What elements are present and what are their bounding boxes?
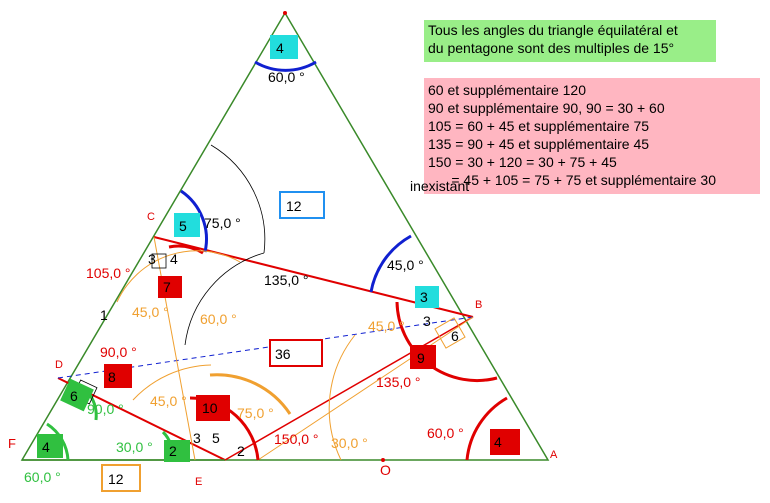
point-label-o: O xyxy=(380,462,391,478)
badge-red-8-text: 8 xyxy=(108,369,116,385)
angle-bottom-a: 60,0 ° xyxy=(427,425,464,441)
box-12-top-text: 12 xyxy=(286,198,302,214)
small-one: 1 xyxy=(100,307,108,323)
angle-top: 60,0 ° xyxy=(268,69,305,85)
badge-green-4-text: 4 xyxy=(42,439,50,455)
small-e2: 2 xyxy=(237,443,245,459)
angle-mid-60: 60,0 ° xyxy=(200,311,237,327)
badge-red-9-text: 9 xyxy=(417,350,425,366)
angle-c-lower: 45,0 ° xyxy=(132,304,169,320)
note-pink-line: = 45 + 105 = 75 + 75 et supplémentaire 3… xyxy=(428,172,716,188)
point-label-c: C xyxy=(147,211,155,223)
angle-d-lower: 90,0 ° xyxy=(87,401,124,417)
note-pink-line: 60 et supplémentaire 120 xyxy=(428,82,586,98)
box-12-bottom xyxy=(101,464,141,492)
point-marker-top xyxy=(283,11,287,15)
angle-e-mid: 75,0 ° xyxy=(237,405,274,421)
point-label-a: A xyxy=(550,449,558,461)
note-green-line: du pentagone sont des multiples de 15° xyxy=(428,40,675,56)
badge-cyan-4 xyxy=(270,35,298,59)
box-12-bottom-text: 12 xyxy=(108,471,124,487)
badge-red-7 xyxy=(158,276,182,298)
badge-green-2 xyxy=(164,440,190,462)
point-label-f: F xyxy=(8,436,16,451)
right-angle-c xyxy=(151,253,167,269)
box-36-text: 36 xyxy=(275,346,291,362)
note-pink-line: 135 = 90 + 45 et supplémentaire 45 xyxy=(428,136,650,152)
angle-e-30: 30,0 ° xyxy=(331,435,368,451)
note-green-line: Tous les angles du triangle équilatéral … xyxy=(428,22,678,38)
small-b3: 3 xyxy=(423,313,431,329)
angle-c-left: 105,0 ° xyxy=(86,265,131,281)
aux-line-c-e xyxy=(153,236,196,461)
angle-c-upper: 75,0 ° xyxy=(204,215,241,231)
arc-c-blue xyxy=(180,189,208,253)
note-pink-line: 90 et supplémentaire 90, 90 = 30 + 60 xyxy=(428,100,665,116)
note-pink-line: 105 = 60 + 45 et supplémentaire 75 xyxy=(428,118,650,134)
badge-cyan-3-text: 3 xyxy=(420,289,428,305)
angle-d-upper: 90,0 ° xyxy=(100,344,137,360)
note-pink-line: 150 = 30 + 120 = 30 + 75 + 45 xyxy=(428,154,617,170)
dashed-diagonal-db xyxy=(57,316,474,379)
small-c4: 4 xyxy=(170,251,178,267)
badge-green-6 xyxy=(60,378,94,412)
arc-c-red xyxy=(168,244,204,255)
badge-green-2-text: 2 xyxy=(169,443,177,459)
badge-cyan-3 xyxy=(415,286,439,308)
box-36 xyxy=(269,339,323,367)
point-label-b: B xyxy=(475,299,482,311)
badge-cyan-4-text: 4 xyxy=(276,40,284,56)
badge-red-10-text: 10 xyxy=(202,400,218,416)
arc-center xyxy=(184,252,265,346)
angle-b-lower: 135,0 ° xyxy=(376,374,421,390)
arc-c-orange xyxy=(116,250,241,303)
arc-b-blue xyxy=(369,234,412,293)
note-pink: 60 et supplémentaire 120 90 et supplémen… xyxy=(424,78,760,194)
arc-135 xyxy=(210,144,266,254)
badge-cyan-5 xyxy=(174,213,200,237)
angle-b-left: 45,0 ° xyxy=(368,318,405,334)
arc-e-orange-thin xyxy=(132,364,212,401)
badge-red-7-text: 7 xyxy=(163,279,171,295)
angle-f-30: 30,0 ° xyxy=(116,439,153,455)
note-green: Tous les angles du triangle équilatéral … xyxy=(424,20,716,62)
arc-a-red xyxy=(465,396,508,461)
equilateral-triangle xyxy=(20,11,550,461)
arc-b-orange xyxy=(328,334,356,461)
segment-be xyxy=(224,316,474,461)
badge-green-4 xyxy=(37,434,63,458)
badge-green-6-text: 6 xyxy=(70,388,78,404)
small-b6: 6 xyxy=(451,328,459,344)
angle-e-left: 45,0 ° xyxy=(150,393,187,409)
angle-e-150: 150,0 ° xyxy=(274,431,319,447)
point-label-e: E xyxy=(195,476,202,488)
point-marker-o xyxy=(381,458,385,462)
badge-cyan-5-text: 5 xyxy=(179,218,187,234)
small-e5: 5 xyxy=(212,430,220,446)
badge-red-10 xyxy=(196,395,230,421)
badge-red-4 xyxy=(490,429,520,455)
inexistant-label: inexistant xyxy=(410,178,470,194)
angle-b-upper: 45,0 ° xyxy=(387,257,424,273)
angle-center-135: 135,0 ° xyxy=(264,272,309,288)
point-label-d: D xyxy=(55,359,63,371)
badge-red-4-text: 4 xyxy=(494,434,502,450)
small-e3: 3 xyxy=(193,430,201,446)
right-angle-b xyxy=(434,317,466,349)
angle-f-60: 60,0 ° xyxy=(24,469,61,485)
box-12-top xyxy=(279,191,325,219)
small-c3: 3 xyxy=(148,251,156,267)
arc-e-orange xyxy=(209,373,292,415)
arc-top xyxy=(254,60,317,72)
aux-line-e-b xyxy=(257,316,474,461)
badge-red-9 xyxy=(410,345,436,369)
badge-red-8 xyxy=(104,364,132,388)
